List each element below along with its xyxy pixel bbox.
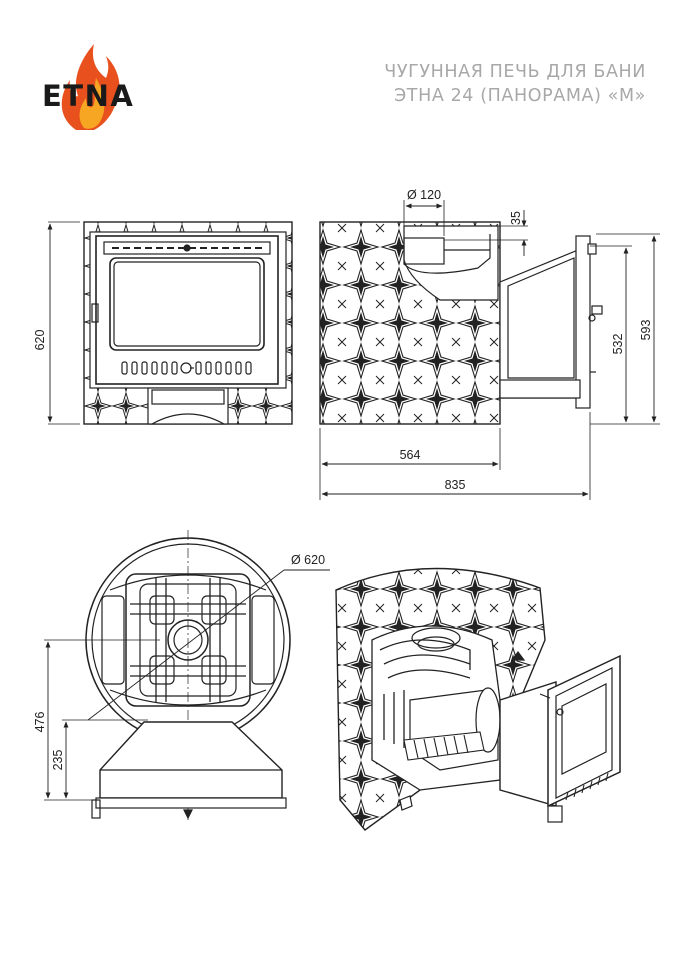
dim-total-height: 593 <box>639 320 653 341</box>
dim-door-height: 532 <box>611 334 625 355</box>
flame-icon <box>61 44 120 130</box>
flame-inner-icon <box>79 78 105 129</box>
dim-flue-height: 476 <box>33 712 47 733</box>
dim-pipe-offset: 35 <box>509 211 523 225</box>
isometric-cutaway-view <box>335 567 621 831</box>
top-view <box>44 530 330 820</box>
dim-total-depth: 835 <box>445 478 466 492</box>
dim-door-base-height: 235 <box>51 750 65 771</box>
dim-body-depth: 564 <box>400 448 421 462</box>
dim-front-height: 620 <box>33 330 47 351</box>
brand-name: ETNA <box>42 79 134 113</box>
front-view <box>47 221 293 425</box>
dim-pipe-diameter: Ø 120 <box>407 188 441 202</box>
dim-top-diameter: Ø 620 <box>291 553 325 567</box>
side-view <box>319 200 660 500</box>
etna-logo: ETNA <box>42 44 134 130</box>
title-line-1: ЧУГУННАЯ ПЕЧЬ ДЛЯ БАНИ <box>384 62 646 82</box>
title-line-2: ЭТНА 24 (ПАНОРАМА) «М» <box>393 86 646 106</box>
